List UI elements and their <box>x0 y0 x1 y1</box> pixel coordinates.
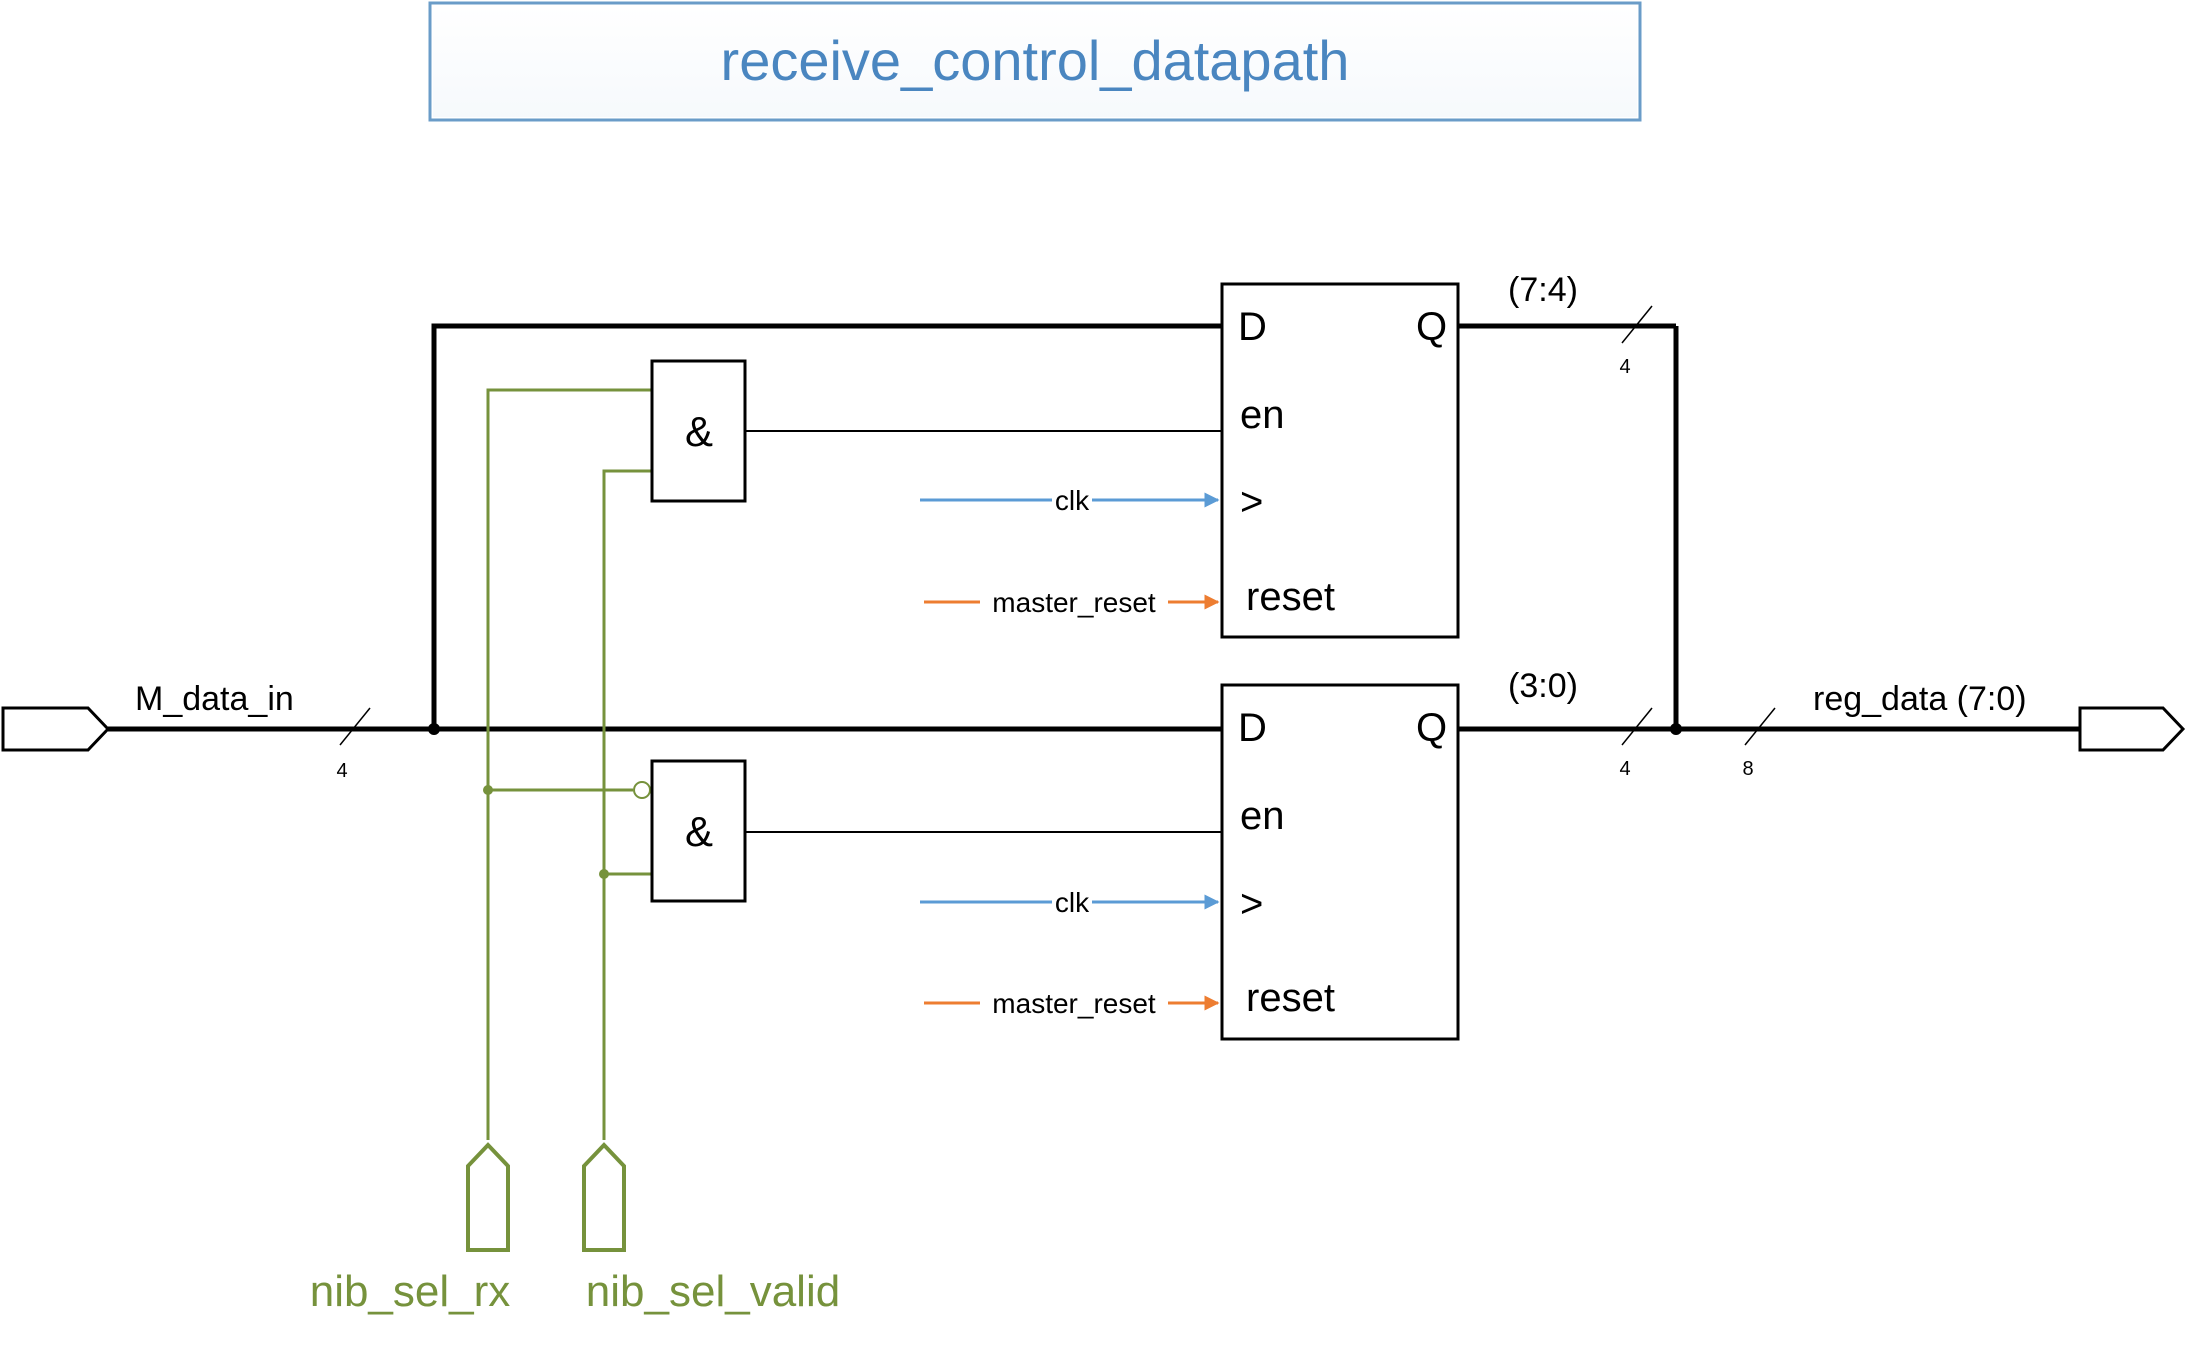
control-wires <box>486 388 652 1140</box>
register-upper: D Q en > reset <box>1220 282 1460 639</box>
input-port-m-data-in: M_data_in <box>1 680 294 752</box>
reg-upper-q: Q <box>1416 305 1447 349</box>
and-gate-lower: & <box>650 759 747 903</box>
junction-dot <box>428 723 440 735</box>
reg-lower-q: Q <box>1416 706 1447 750</box>
bus-width-upper: 4 <box>1619 356 1630 378</box>
bus-width-input: 4 <box>336 760 347 782</box>
reg-lower-d: D <box>1238 706 1267 750</box>
bus-width-output: 8 <box>1742 758 1753 780</box>
data-bus <box>108 323 2080 732</box>
clk-signal-upper: clk <box>1055 485 1090 516</box>
junction-dot <box>483 785 493 795</box>
inverter-bubble <box>633 781 651 799</box>
reg-upper-clk: > <box>1240 480 1263 524</box>
reg-lower-en: en <box>1240 794 1285 838</box>
reg-upper-reset: reset <box>1246 575 1335 619</box>
title-box: receive_control_datapath <box>428 1 1642 122</box>
clk-signal-lower: clk <box>1055 887 1090 918</box>
output-port-label: reg_data (7:0) <box>1813 680 2027 718</box>
output-port-reg-data: reg_data (7:0) <box>1813 680 2186 752</box>
diagram-title: receive_control_datapath <box>721 29 1350 92</box>
input-port-nib-sel-rx: nib_sel_rx <box>310 1142 511 1316</box>
reset-signal-lower: master_reset <box>992 988 1156 1019</box>
enable-wires <box>745 430 1222 833</box>
slice-label-upper: (7:4) <box>1508 271 1578 309</box>
register-lower: D Q en > reset <box>1220 683 1460 1041</box>
junction-dot <box>599 869 609 879</box>
bus-width-markers <box>339 305 1776 746</box>
input-port-label: M_data_in <box>135 680 294 718</box>
input-port-nib-sel-valid: nib_sel_valid <box>582 1142 840 1316</box>
sel-valid-label: nib_sel_valid <box>586 1267 840 1316</box>
and-gate-lower-symbol: & <box>685 808 713 855</box>
reset-signal-upper: master_reset <box>992 587 1156 618</box>
reg-lower-clk: > <box>1240 882 1263 926</box>
reg-upper-d: D <box>1238 305 1267 349</box>
clock-wires <box>920 492 1220 910</box>
slice-label-lower: (3:0) <box>1508 667 1578 705</box>
reg-upper-en: en <box>1240 393 1285 437</box>
and-gate-upper-symbol: & <box>685 408 713 455</box>
reg-lower-reset: reset <box>1246 976 1335 1020</box>
sel-rx-label: nib_sel_rx <box>310 1267 511 1316</box>
and-gate-upper: & <box>650 359 747 503</box>
reset-wires <box>924 594 1220 1011</box>
junction-dot <box>1670 723 1682 735</box>
bus-width-lower: 4 <box>1619 758 1630 780</box>
